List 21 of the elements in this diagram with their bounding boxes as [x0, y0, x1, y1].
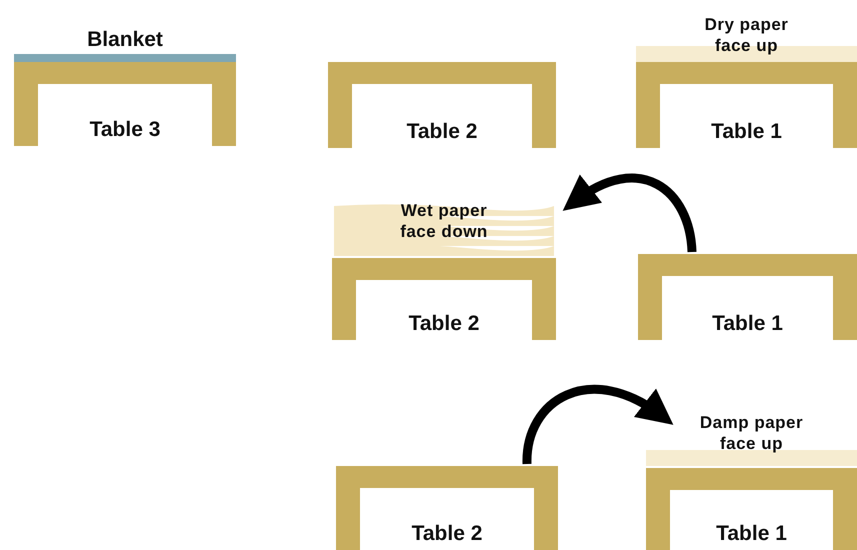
table-drawing [328, 62, 556, 148]
curved-arrow [562, 174, 696, 252]
table-label: Table 1 [710, 120, 783, 144]
table-label: Table 2 [406, 120, 478, 144]
table-drawing [336, 466, 558, 550]
table-drawing [636, 62, 857, 148]
table-label: Table 1 [715, 522, 788, 546]
blanket-strip [14, 28, 236, 62]
table-drawing [638, 254, 857, 340]
table-label: Table 2 [408, 312, 480, 336]
table-label: Table 3 [88, 118, 162, 142]
paper-label: Damp paper face up [698, 412, 804, 454]
curved-arrow [522, 384, 674, 464]
table-drawing [646, 468, 857, 550]
table-drawing [332, 258, 556, 340]
table-label: Table 2 [410, 522, 484, 546]
paper-label: Wet paper face down [399, 200, 489, 242]
table-drawing [14, 62, 236, 146]
paper-label: Dry paper face up [704, 14, 790, 56]
blanket-label: Blanket [87, 28, 163, 52]
table-label: Table 1 [711, 312, 784, 336]
